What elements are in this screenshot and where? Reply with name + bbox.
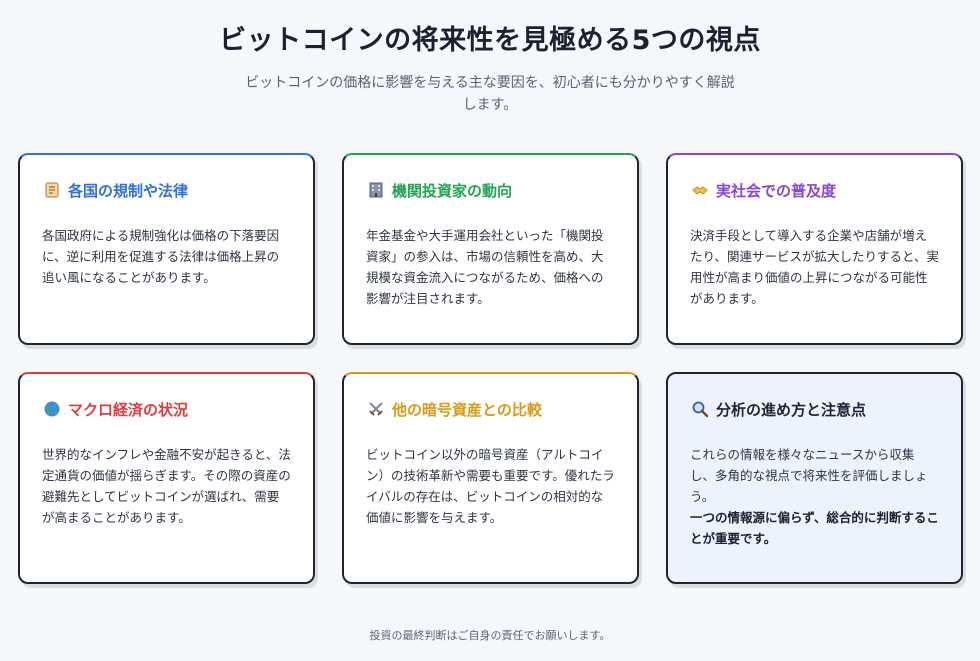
card-body: ビットコイン以外の暗号資産（アルトコイン）の技術革新や需要も重要です。優れたライ… [366, 447, 615, 525]
card-body-text: これらの情報を様々なニュースから収集し、多角的な視点で将来性を評価しましょう。 [690, 447, 928, 504]
card-grid: 各国の規制や法律 各国政府による規制強化は価格の下落要因に、逆に利用を促進する法… [18, 153, 963, 584]
card-title: 実社会での普及度 [716, 181, 837, 200]
scroll-icon [42, 180, 62, 200]
card-header: 他の暗号資産との比較 [366, 398, 615, 420]
card-adoption: 実社会での普及度 決済手段として導入する企業や店舗が増えたり、関連サービスが拡大… [666, 153, 963, 345]
page-subtitle: ビットコインの価格に影響を与える主な要因を、初心者にも分かりやすく解説します。 [245, 75, 735, 113]
card-header: マクロ経済の状況 [42, 398, 291, 420]
card-header: 分析の進め方と注意点 [690, 398, 939, 420]
card-body: 各国政府による規制強化は価格の下落要因に、逆に利用を促進する法律は価格上昇の追い… [42, 228, 280, 285]
card-body: 世界的なインフレや金融不安が起きると、法定通貨の価値が揺らぎます。その際の資産の… [42, 447, 291, 525]
card-body-emphasis: 一つの情報源に偏らず、総合的に判断することが重要です。 [690, 510, 939, 546]
card-macro-economy: マクロ経済の状況 世界的なインフレや金融不安が起きると、法定通貨の価値が揺らぎま… [18, 372, 315, 584]
card-header: 実社会での普及度 [690, 179, 939, 201]
card-title: 機関投資家の動向 [392, 181, 513, 200]
card-body: これらの情報を様々なニュースから収集し、多角的な視点で将来性を評価しましょう。 … [690, 444, 939, 549]
page-title: ビットコインの将来性を見極める5つの視点 [219, 25, 761, 56]
card-title: 各国の規制や法律 [68, 181, 189, 200]
card-title: 分析の進め方と注意点 [716, 400, 867, 419]
card-body: 決済手段として導入する企業や店舗が増えたり、関連サービスが拡大したりすると、実用… [690, 228, 940, 306]
card-regulation: 各国の規制や法律 各国政府による規制強化は価格の下落要因に、逆に利用を促進する法… [18, 153, 315, 345]
magnifier-icon [690, 399, 710, 419]
card-body: 年金基金や大手運用会社といった「機関投資家」の参入は、市場の信頼性を高め、大規模… [366, 228, 604, 306]
card-header: 各国の規制や法律 [42, 179, 291, 201]
card-analysis-tips: 分析の進め方と注意点 これらの情報を様々なニュースから収集し、多角的な視点で将来… [666, 372, 963, 584]
footer-disclaimer: 投資の最終判断はご自身の責任でお願いします。 [369, 629, 611, 642]
card-header: 機関投資家の動向 [366, 179, 615, 201]
card-title: マクロ経済の状況 [68, 400, 189, 419]
card-crypto-comparison: 他の暗号資産との比較 ビットコイン以外の暗号資産（アルトコイン）の技術革新や需要… [342, 372, 639, 584]
card-institutional-investors: 機関投資家の動向 年金基金や大手運用会社といった「機関投資家」の参入は、市場の信… [342, 153, 639, 345]
handshake-icon [690, 180, 710, 200]
card-title: 他の暗号資産との比較 [392, 400, 542, 419]
crossed-swords-icon [366, 399, 386, 419]
office-building-icon [366, 180, 386, 200]
globe-icon [42, 399, 62, 419]
